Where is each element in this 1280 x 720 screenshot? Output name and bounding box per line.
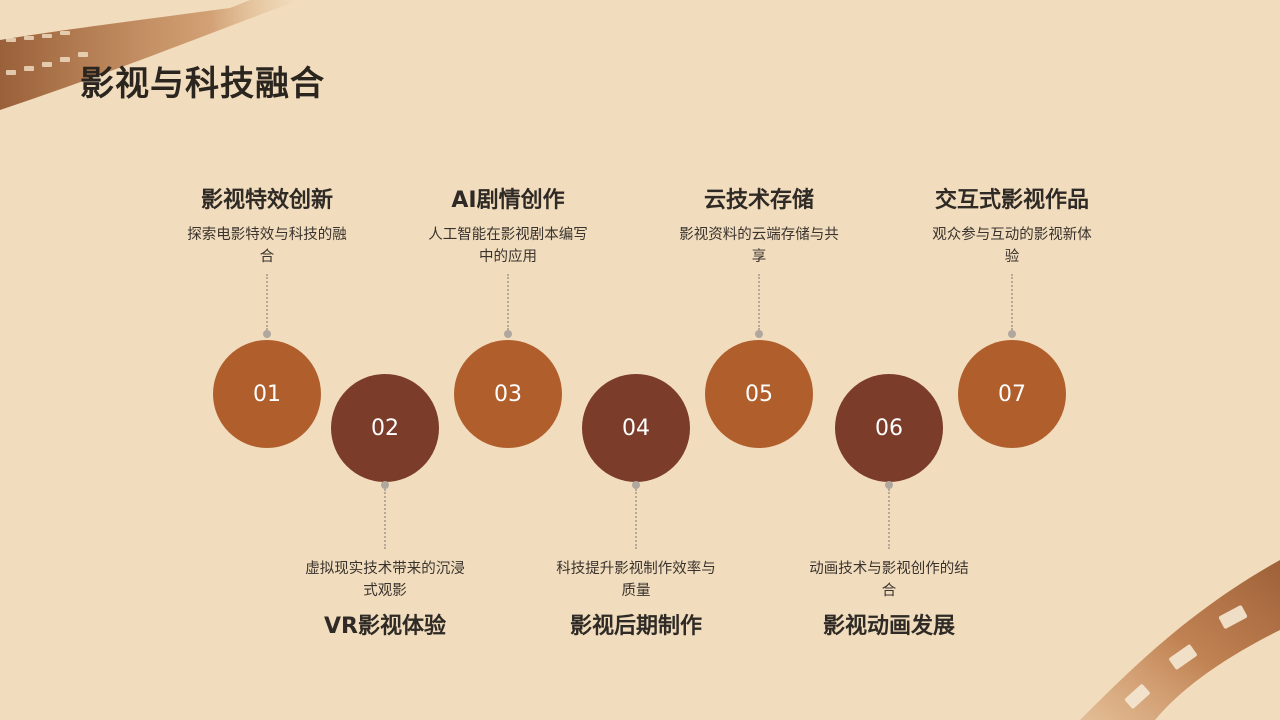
item-01-title: 影视特效创新 [200,188,333,213]
item-06-description: 动画技术与影视创作的结 合 [794,558,984,602]
item-07-connector-dot [1008,330,1016,338]
item-04-connector [635,489,637,549]
item-05-connector [758,274,760,330]
item-01-connector [266,274,268,330]
item-07-connector [1011,274,1013,330]
item-04-number: 04 [622,415,650,441]
item-06-circle: 06 [835,374,943,482]
item-03-connector-dot [504,330,512,338]
item-01-desc-line2: 合 [259,249,275,265]
item-03-circle: 03 [454,340,562,448]
item-04-title: 影视后期制作 [569,614,702,639]
item-07-number: 07 [998,381,1026,407]
item-01-connector-dot [263,330,271,338]
item-04-description: 科技提升影视制作效率与 质量 [541,558,731,602]
item-06-connector-dot [885,481,893,489]
page-title: 影视与科技融合 [80,64,325,104]
item-03-number: 03 [494,381,522,407]
item-06-title: 影视动画发展 [822,614,955,639]
item-03-connector [507,274,509,330]
item-02-connector [384,489,386,549]
item-04-desc-line1: 科技提升影视制作效率与 [556,561,716,577]
item-04-circle: 04 [582,374,690,482]
item-05-connector-dot [755,330,763,338]
item-03-desc-line1: 人工智能在影视剧本编写 [428,227,588,243]
item-03-title: AI剧情创作 [451,188,565,213]
item-02-description: 虚拟现实技术带来的沉浸 式观影 [290,558,480,602]
item-02-connector-dot [381,481,389,489]
item-05-title: 云技术存储 [703,188,814,213]
item-07-title: 交互式影视作品 [934,188,1089,213]
item-06-number: 06 [875,415,903,441]
item-01-circle: 01 [213,340,321,448]
item-07-description: 观众参与互动的影视新体 验 [917,224,1107,268]
item-02-desc-line2: 式观影 [363,583,407,599]
item-02-number: 02 [371,415,399,441]
item-05-desc-line1: 影视资料的云端存储与共 [679,227,839,243]
item-07-circle: 07 [958,340,1066,448]
item-02-circle: 02 [331,374,439,482]
film-strip-bottom-right-decoration [1080,560,1280,720]
item-06-desc-line2: 合 [881,583,897,599]
item-05-desc-line2: 享 [751,249,767,265]
item-01-desc-line1: 探索电影特效与科技的融 [187,227,347,243]
item-06-connector [888,489,890,549]
item-07-desc-line2: 验 [1004,249,1020,265]
item-01-description: 探索电影特效与科技的融 合 [172,224,362,268]
item-05-description: 影视资料的云端存储与共 享 [664,224,854,268]
item-04-connector-dot [632,481,640,489]
item-03-desc-line2: 中的应用 [479,249,537,265]
item-01-number: 01 [253,381,281,407]
item-05-circle: 05 [705,340,813,448]
item-02-desc-line1: 虚拟现实技术带来的沉浸 [305,561,465,577]
item-06-desc-line1: 动画技术与影视创作的结 [809,561,969,577]
item-04-desc-line2: 质量 [621,583,651,599]
item-02-title: VR影视体验 [324,614,446,639]
item-05-number: 05 [745,381,773,407]
item-07-desc-line1: 观众参与互动的影视新体 [932,227,1092,243]
item-03-description: 人工智能在影视剧本编写 中的应用 [413,224,603,268]
